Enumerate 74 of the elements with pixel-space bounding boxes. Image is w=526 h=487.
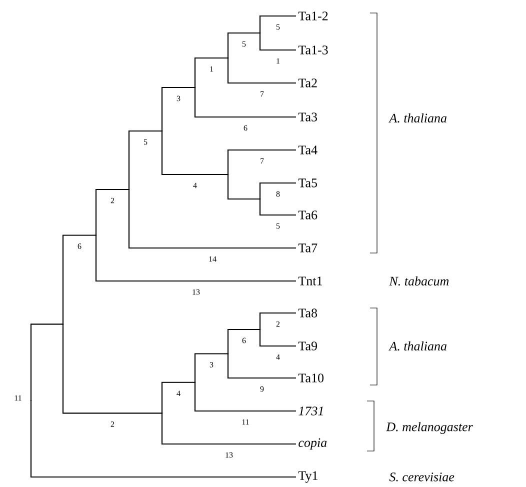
branch-length: 11 — [242, 419, 249, 425]
taxon-label: copia — [298, 438, 327, 450]
branch-line — [227, 328, 260, 354]
species-label: S. cerevisiae — [389, 472, 454, 482]
species-label: A. thaliana — [388, 341, 446, 351]
taxon-label: 1731 — [298, 406, 323, 416]
branch-length: 2 — [276, 321, 280, 327]
branch-line — [227, 149, 296, 174]
branch-length: 5 — [276, 24, 280, 30]
taxon-label: Ta9 — [298, 342, 317, 350]
branch-length: 6 — [242, 338, 246, 344]
branch-length: 13 — [192, 289, 200, 295]
species-label: A. thaliana — [388, 113, 446, 123]
branch-line — [62, 234, 96, 324]
taxon-label: Ta4 — [298, 146, 318, 154]
branch-length: 5 — [144, 139, 148, 145]
branch-length: 1 — [276, 58, 280, 64]
branch-line — [161, 131, 228, 176]
branch-line — [227, 354, 296, 379]
branch-length: 6 — [78, 244, 82, 249]
branch-length: 9 — [260, 386, 264, 392]
taxon-label: Ta6 — [298, 210, 318, 220]
branch-length: 5 — [276, 223, 280, 229]
taxon-label: Ta1-3 — [298, 46, 328, 54]
branch-length: 8 — [276, 191, 280, 197]
branch-length: 4 — [193, 182, 197, 188]
taxon-label: Ta3 — [298, 112, 318, 122]
branch-length: 2 — [110, 422, 114, 427]
branch-length: 3 — [210, 362, 214, 368]
branch-line — [128, 190, 296, 249]
branch-length: 11 — [14, 395, 22, 401]
branch-length: 4 — [176, 390, 180, 396]
branch-length: 3 — [176, 96, 180, 102]
branch-line — [161, 413, 296, 445]
branch-length: 4 — [276, 354, 280, 360]
taxon-label: Ty1 — [298, 471, 318, 483]
branch-line — [259, 33, 296, 51]
branch-line — [161, 86, 195, 131]
branch-length: 14 — [209, 256, 216, 262]
branch-length: 2 — [110, 198, 114, 204]
branch-line — [194, 353, 228, 382]
branch-line — [128, 130, 162, 190]
branch-line — [194, 88, 296, 118]
branch-length: 7 — [260, 91, 264, 97]
branch-line — [194, 382, 296, 412]
branch-line — [259, 312, 296, 330]
taxon-label: Ta2 — [298, 78, 317, 88]
branch-length: 6 — [244, 125, 248, 131]
branch-line — [62, 324, 162, 414]
branch-line — [259, 199, 296, 216]
species-label: N. tabacum — [389, 276, 449, 286]
branch-length: 7 — [260, 158, 264, 164]
branch-line — [227, 174, 260, 200]
branch-line — [95, 188, 129, 236]
taxon-label: Ta7 — [298, 244, 318, 252]
branch-line — [259, 15, 296, 33]
branch-line — [30, 400, 296, 478]
branch-line — [194, 57, 228, 88]
branch-length: 1 — [210, 66, 214, 72]
species-label: D. melanogaster — [386, 422, 473, 434]
taxon-label: Tnt1 — [298, 276, 322, 286]
branch-length: 5 — [242, 41, 246, 47]
taxon-label: Ta8 — [298, 308, 318, 318]
branch-line — [227, 32, 260, 58]
branch-line — [259, 182, 296, 199]
branch-line — [161, 382, 195, 414]
taxon-label: Ta1-2 — [298, 12, 328, 20]
taxon-label: Ta5 — [298, 178, 318, 188]
branch-line — [30, 324, 63, 401]
branch-line — [227, 58, 296, 84]
branch-line — [95, 235, 296, 282]
taxon-label: Ta10 — [298, 374, 324, 382]
branch-length: 13 — [226, 452, 233, 458]
branch-line — [259, 330, 296, 347]
